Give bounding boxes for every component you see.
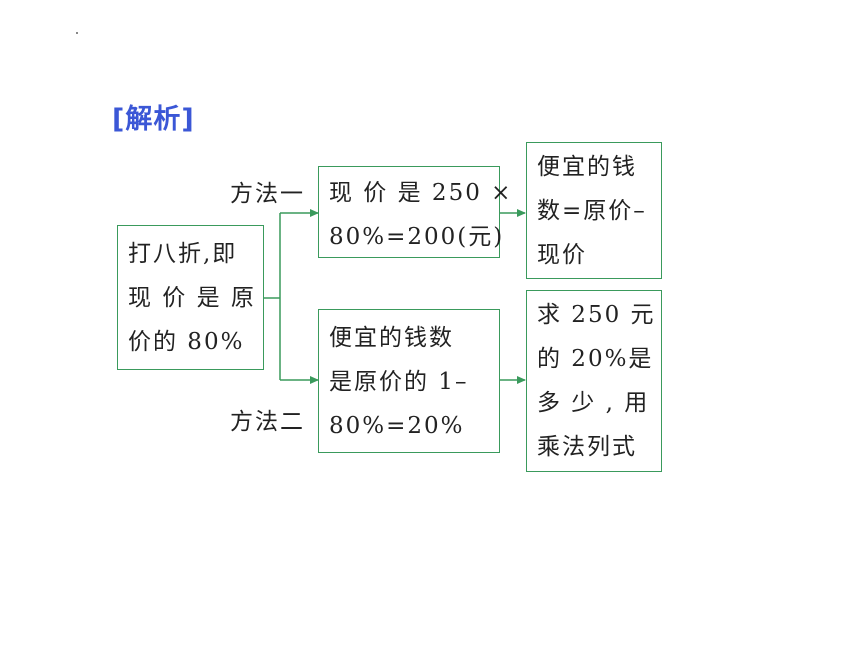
method2-step-line: 便宜的钱数: [329, 325, 454, 351]
premise-line: 价的 80%: [128, 329, 245, 355]
method2-label: 方法二: [230, 409, 305, 435]
method1-result-line: 数=原价–: [537, 198, 647, 224]
method1-result-line: 现价: [537, 242, 587, 268]
method2-result-line: 乘法列式: [537, 434, 637, 460]
method2-result-line: 多 少 , 用: [537, 390, 650, 416]
method2-step-box: 便宜的钱数 是原价的 1– 80%=20%: [318, 309, 500, 453]
premise-line: 打八折,即: [128, 241, 238, 267]
method1-step-line: 现 价 是 250 ×: [329, 180, 513, 206]
method1-step-box: 现 价 是 250 × 80%=200(元): [318, 166, 513, 258]
premise-line: 现 价 是 原: [128, 285, 256, 311]
method2-result-line: 求 250 元: [537, 302, 656, 328]
method2-result-box: 求 250 元 的 20%是 多 少 , 用 乘法列式: [526, 290, 662, 472]
method2-step-line: 是原价的 1–: [329, 369, 469, 395]
method1-step-line: 80%=200(元): [329, 224, 505, 250]
premise-box: 打八折,即 现 价 是 原 价的 80%: [117, 225, 264, 370]
method1-result-box: 便宜的钱 数=原价– 现价: [526, 142, 662, 279]
method2-result-line: 的 20%是: [537, 346, 654, 372]
method1-result-line: 便宜的钱: [537, 154, 637, 180]
method1-label: 方法一: [230, 181, 305, 207]
method2-step-line: 80%=20%: [329, 413, 465, 439]
decorative-dot: [76, 32, 78, 34]
analysis-heading: [解析]: [112, 104, 195, 135]
